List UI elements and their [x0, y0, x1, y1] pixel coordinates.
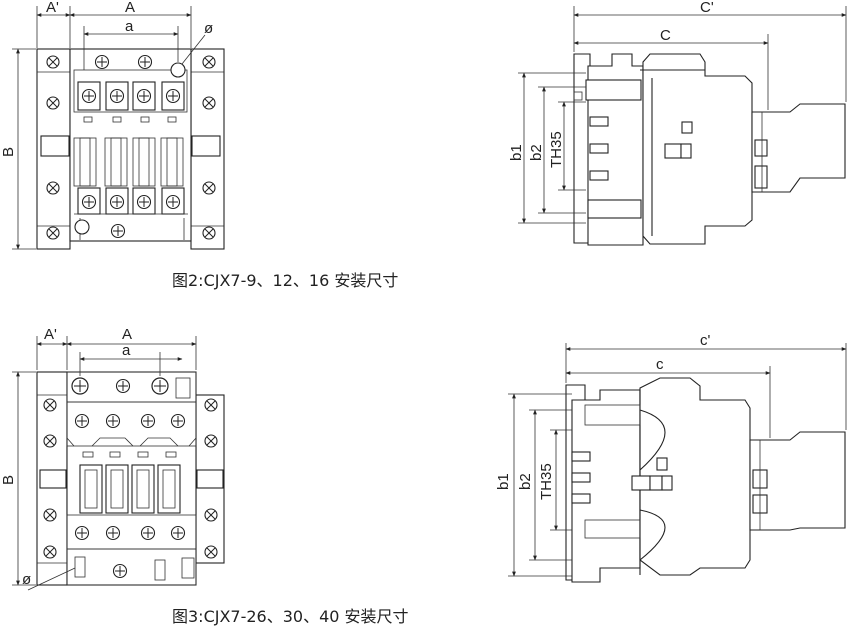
fig3-dim-b2-label: b2 [517, 473, 534, 490]
figure2-side-view [573, 53, 846, 246]
fig2-dim-c-label: C [660, 27, 671, 44]
fig3-dim-a-label: a [122, 342, 131, 359]
fig3-dim-c-label: c [656, 356, 664, 373]
fig2-dim-a-prime-label: A' [46, 0, 59, 16]
figure3-front-dimensions: A' A a ø B [0, 326, 197, 591]
fig3-dim-c-prime-label: c' [700, 332, 711, 349]
figure3-front-view [36, 371, 225, 586]
figure3-side-dimensions: c' c b1 b2 TH35 [495, 332, 847, 577]
figure2-side-dimensions: C' C b1 b2 TH35 [508, 0, 847, 224]
fig2-dim-b1-label: b1 [508, 144, 525, 161]
fig3-dim-phi-label: ø [22, 571, 31, 588]
fig2-dim-phi-label: ø [204, 20, 213, 37]
figure2-caption: 图2:CJX7-9、12、16 安装尺寸 [172, 271, 398, 290]
fig2-dim-a-label: a [125, 18, 134, 35]
fig3-dim-b1-label: b1 [495, 473, 512, 490]
fig3-dim-th35-label: TH35 [538, 463, 555, 500]
figure3-side-view [565, 377, 846, 583]
fig2-dim-B-label: B [0, 147, 17, 157]
fig3-dim-a-prime-label: A' [44, 326, 57, 343]
fig2-dim-b2-label: b2 [528, 144, 545, 161]
figure3-caption: 图3:CJX7-26、30、40 安装尺寸 [172, 607, 409, 626]
fig3-dim-B-label: B [0, 475, 17, 485]
fig2-dim-th35-label: TH35 [548, 131, 565, 168]
fig2-dim-A-label: A [125, 0, 135, 16]
figure2-front-dimensions: A' A a ø B [0, 0, 213, 250]
fig2-dim-c-prime-label: C' [700, 0, 714, 16]
figure2-front-view [36, 48, 225, 250]
fig3-dim-A-label: A [122, 326, 132, 343]
